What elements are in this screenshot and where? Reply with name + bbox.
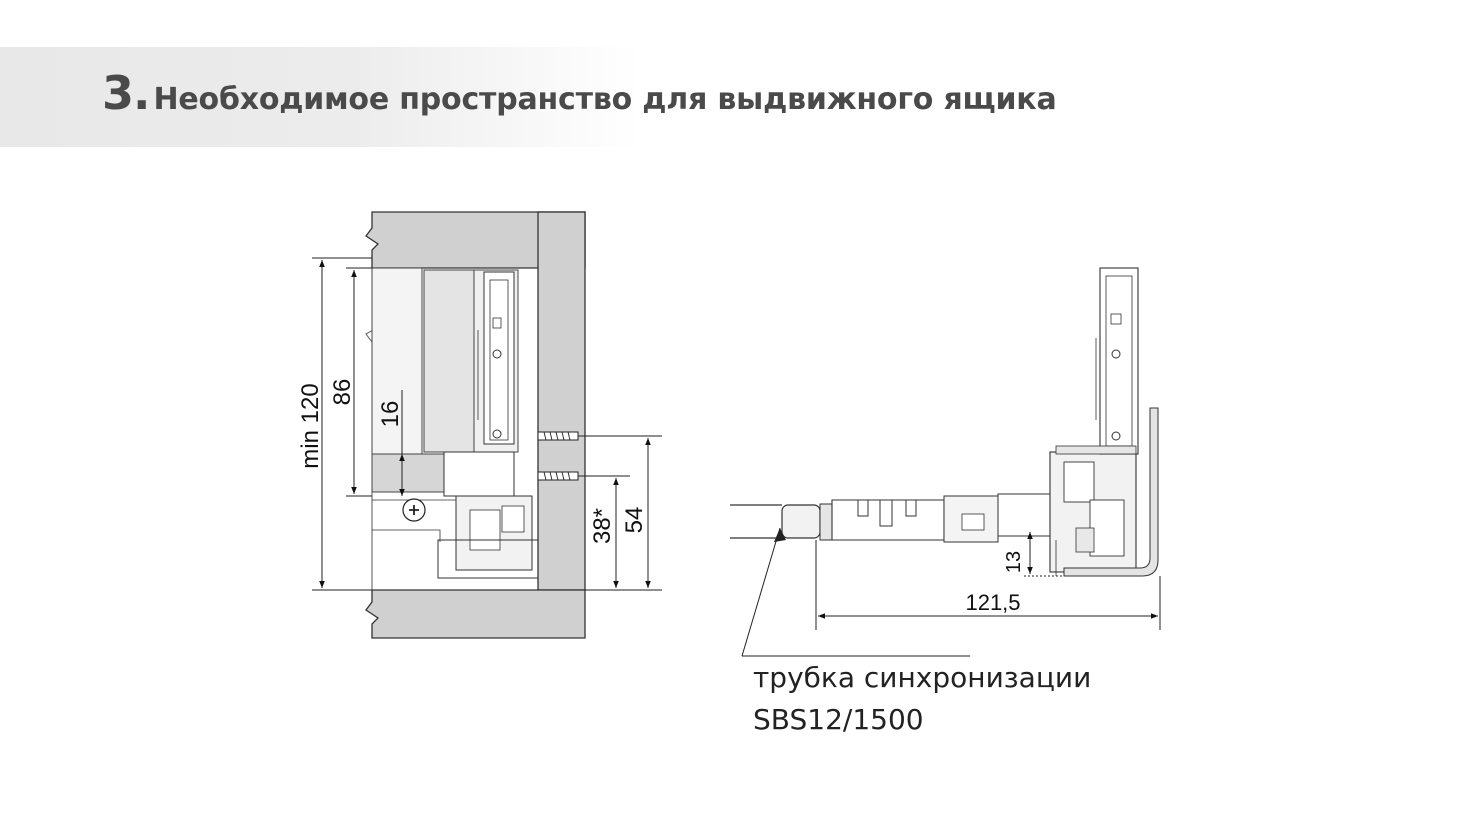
drawer-side-profile	[371, 267, 579, 579]
dim-min-120: min 120	[297, 383, 324, 468]
title-band	[0, 47, 640, 147]
step-number: 3.	[102, 66, 150, 120]
dim-54: 54	[621, 507, 648, 534]
runner-assembly	[730, 267, 1159, 577]
dim-13: 13	[1003, 551, 1025, 573]
callout-leader	[741, 527, 970, 657]
wall-screw-upper	[537, 431, 579, 441]
cabinet-section	[365, 211, 586, 639]
dim-38: 38*	[589, 508, 616, 544]
dimension-lines-right	[815, 532, 1161, 630]
callout-line-1: трубка синхронизации	[753, 661, 1092, 694]
dim-86: 86	[329, 379, 356, 406]
page-title: 3. Необходимое пространство для выдвижно…	[102, 66, 1057, 126]
dimension-lines-left	[312, 257, 662, 591]
title-text: Необходимое пространство для выдвижного …	[153, 82, 1057, 117]
callout-line-2: SBS12/1500	[753, 703, 924, 736]
dim-121-5: 121,5	[965, 590, 1020, 615]
wall-screw-lower	[537, 471, 579, 481]
sync-tube-callout: трубка синхронизации SBS12/1500	[753, 657, 1091, 741]
dim-16: 16	[377, 401, 404, 428]
